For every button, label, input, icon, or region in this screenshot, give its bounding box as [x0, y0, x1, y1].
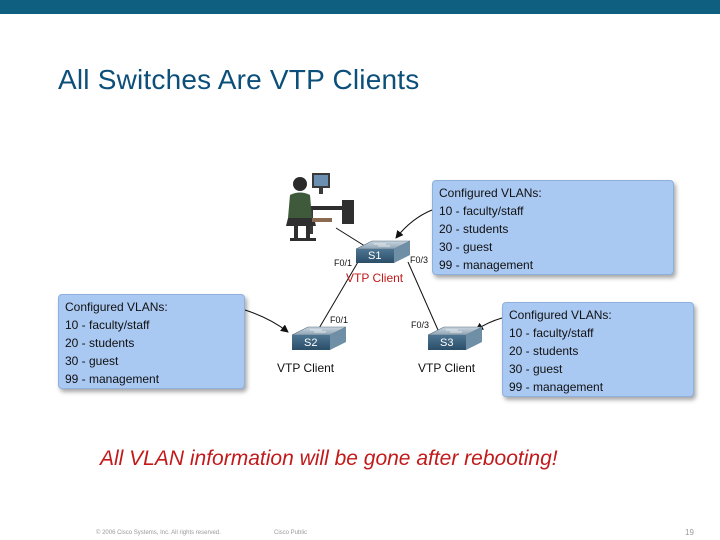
vlan-item: 10 - faculty/staff — [439, 204, 524, 218]
copyright-text: © 2006 Cisco Systems, Inc. All rights re… — [96, 530, 221, 536]
link-pc-s1 — [335, 227, 369, 249]
vlan-box-s2: Configured VLANs: 10 - faculty/staff 20 … — [58, 294, 245, 389]
switch-icon — [355, 240, 411, 263]
s1-port-f01: F0/1 — [334, 258, 353, 268]
vlan-item: 99 - management — [65, 372, 160, 386]
workstation-user-icon — [286, 173, 354, 241]
vlan-box-s3: Configured VLANs: 10 - faculty/staff 20 … — [502, 302, 694, 397]
s3-role-label: VTP Client — [418, 361, 476, 375]
switch-s1-name: S1 — [368, 250, 382, 262]
vlan-item: 20 - students — [509, 344, 579, 358]
vlan-item: 99 - management — [439, 258, 534, 272]
vlan-item: 30 - guest — [65, 354, 119, 368]
vlan-item: 30 - guest — [509, 362, 563, 376]
arrow-s2-box — [244, 309, 289, 333]
page-number: 19 — [685, 528, 694, 537]
vlan-box-header: Configured VLANs: — [439, 186, 542, 200]
vlan-item: 30 - guest — [439, 240, 493, 254]
s2-role-label: VTP Client — [277, 361, 335, 375]
vlan-item: 20 - students — [65, 336, 135, 350]
s3-port-f03: F0/3 — [411, 320, 430, 330]
switch-icon — [427, 326, 483, 350]
vlan-box-header: Configured VLANs: — [65, 300, 168, 314]
s1-port-f03: F0/3 — [410, 255, 429, 265]
vlan-item: 99 - management — [509, 380, 604, 394]
reboot-warning: All VLAN information will be gone after … — [100, 447, 558, 470]
vlan-item: 10 - faculty/staff — [509, 326, 594, 340]
top-bar — [0, 0, 720, 14]
classification-text: Cisco Public — [274, 530, 308, 536]
link-s1-s2 — [317, 261, 359, 331]
vlan-item: 10 - faculty/staff — [65, 318, 150, 332]
s2-port-f01: F0/1 — [330, 315, 349, 325]
link-s1-s3 — [407, 261, 439, 331]
vlan-item: 20 - students — [439, 222, 509, 236]
slide-title: All Switches Are VTP Clients — [58, 64, 420, 95]
arrow-s1-box — [395, 209, 433, 239]
s1-role-label: VTP Client — [346, 271, 404, 285]
vlan-box-s1: Configured VLANs: 10 - faculty/staff 20 … — [432, 180, 674, 275]
switch-icon — [291, 326, 347, 350]
switch-s2-name: S2 — [304, 337, 318, 349]
vlan-box-header: Configured VLANs: — [509, 308, 612, 322]
switch-s3-name: S3 — [440, 337, 454, 349]
